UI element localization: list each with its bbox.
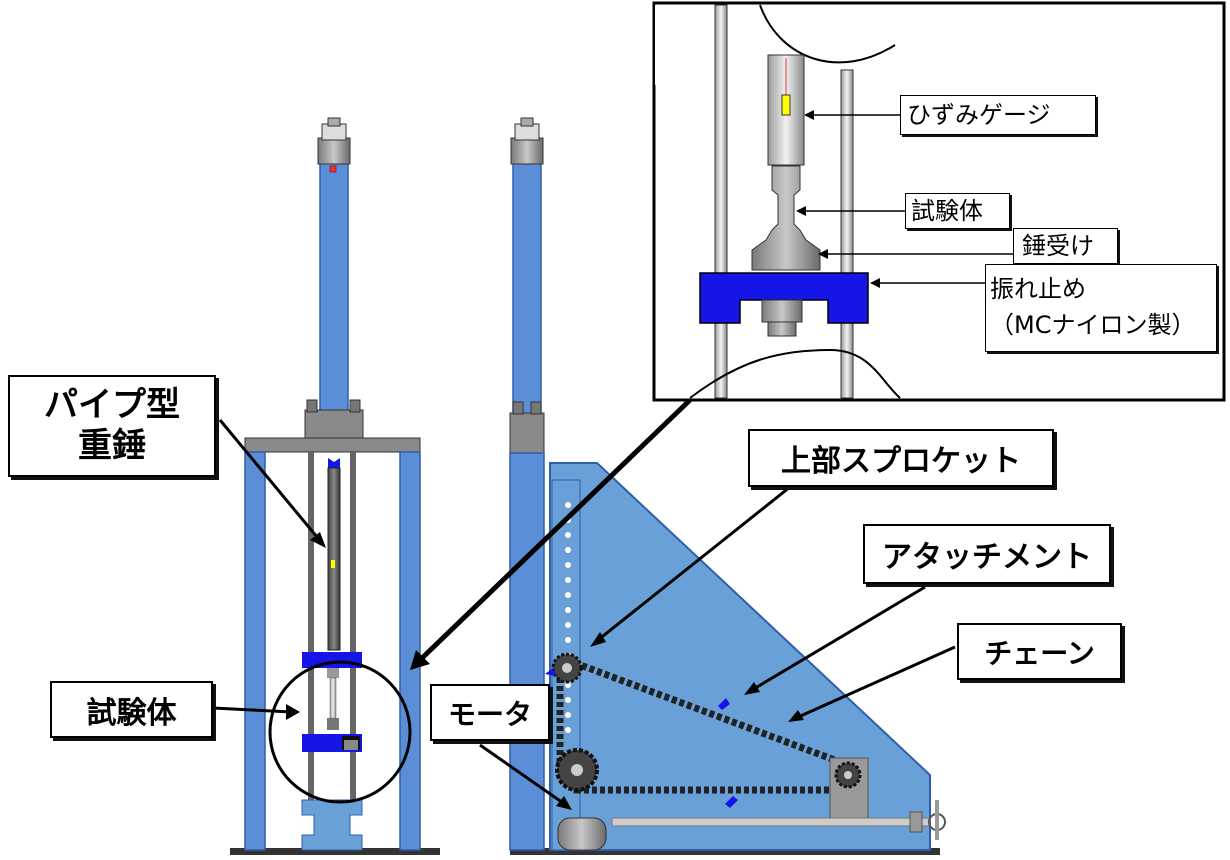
upper-guard bbox=[302, 652, 362, 668]
right-tall-column bbox=[512, 159, 542, 416]
motor-body bbox=[557, 817, 607, 851]
chain-label: チェーン bbox=[957, 623, 1122, 680]
specimen-label: 試験体 bbox=[50, 681, 213, 738]
right-outer-post bbox=[399, 451, 421, 851]
inset-weight-receiver-label: 錘受け bbox=[1013, 228, 1118, 264]
left-crossbeam bbox=[244, 437, 421, 453]
pipe-weight-label: パイプ型 重錘 bbox=[8, 375, 216, 477]
upper-sprocket-label: 上部スプロケット bbox=[748, 429, 1054, 487]
inset-specimen-label: 試験体 bbox=[905, 193, 1010, 229]
left-tall-column bbox=[319, 159, 349, 416]
inset-specimen bbox=[751, 165, 821, 271]
motor-label: モータ bbox=[430, 684, 550, 741]
inset-strain-gauge-label: ひずみゲージ bbox=[900, 95, 1096, 135]
pipe-weight-label-line1: パイプ型 bbox=[44, 385, 180, 426]
left-outer-post bbox=[244, 451, 266, 851]
inset-anti-vibration-line2: （MCナイロン製） bbox=[990, 311, 1196, 339]
inset-anti-vibration-line1: 振れ止め bbox=[990, 275, 1086, 303]
inset-guard bbox=[699, 272, 869, 324]
strain-gauge-mark bbox=[781, 94, 791, 116]
leader-arrows bbox=[212, 110, 1013, 810]
inset-anti-vibration-label: 振れ止め （MCナイロン製） bbox=[985, 264, 1217, 352]
attachment-label: アタッチメント bbox=[863, 524, 1111, 584]
left-machine bbox=[230, 117, 440, 855]
zoom-circle bbox=[268, 660, 412, 804]
pipe-weight bbox=[327, 467, 341, 651]
right-machine bbox=[509, 117, 946, 855]
pipe-weight-label-line2: 重錘 bbox=[78, 426, 146, 466]
triangular-stand bbox=[549, 462, 931, 851]
